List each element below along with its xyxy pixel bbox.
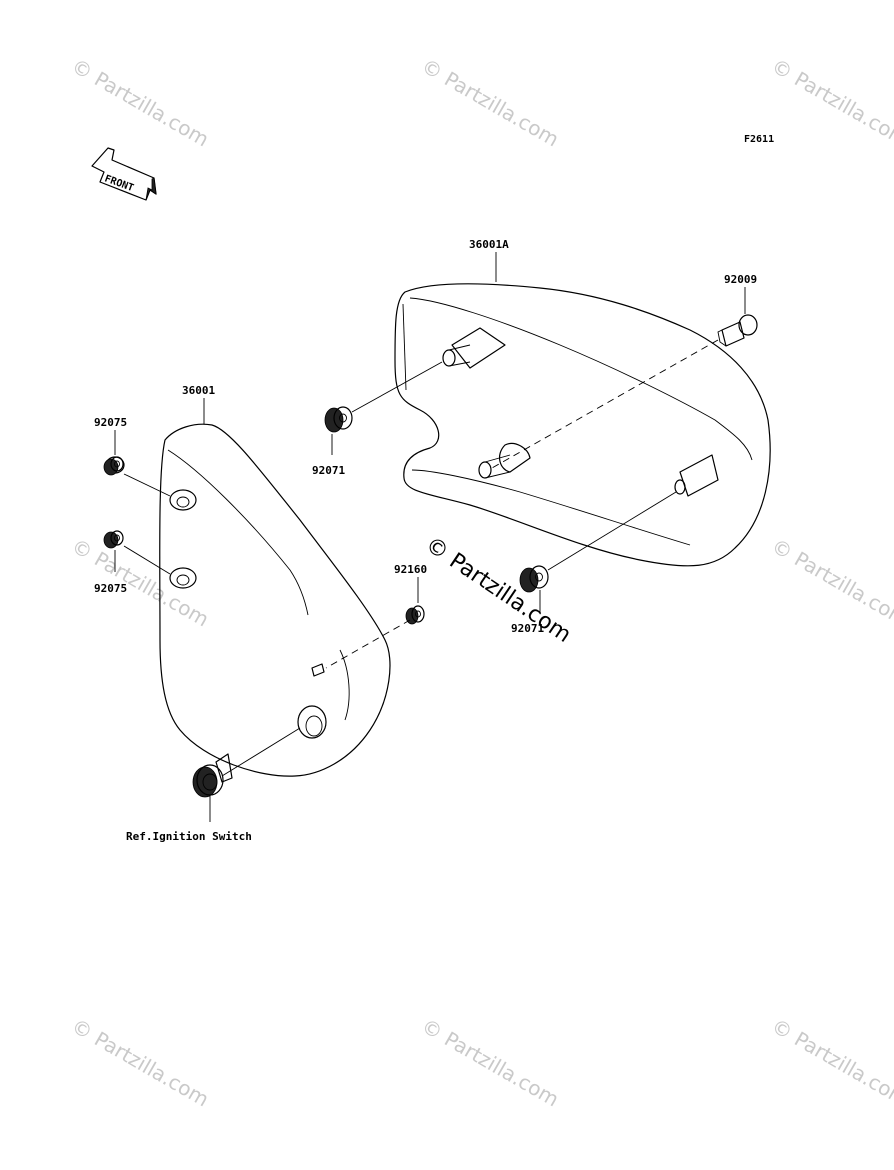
ignition-switch [192,753,233,798]
callout-36001A: 36001A [469,238,509,251]
callout-92071-right: 92071 [511,622,544,635]
watermark: © Partzilla.com [68,534,214,632]
side-cover-36001 [159,423,391,777]
callout-92071-left: 92071 [312,464,345,477]
watermark: © Partzilla.com [418,54,564,152]
watermark: © Partzilla.com [418,1014,564,1112]
callout-36001: 36001 [182,384,215,397]
grommet-92071-right [519,565,549,593]
callout-92075-top: 92075 [94,416,127,429]
callout-92160: 92160 [394,563,427,576]
watermark-center: © Partzilla.com [421,532,576,648]
watermark: © Partzilla.com [768,534,894,632]
watermark: © Partzilla.com [768,1014,894,1112]
front-arrow-icon: FRONT [91,147,157,201]
side-cover-36001A [394,283,771,567]
leader-lines [114,252,746,822]
watermark: © Partzilla.com [68,1014,214,1112]
callout-92075-bottom: 92075 [94,582,127,595]
grommet-92075-bottom [103,530,124,549]
grommet-92160 [405,605,425,625]
grommet-92075-top [103,456,125,476]
figure-code: F2611 [744,134,774,145]
watermark: © Partzilla.com [68,54,214,152]
bolt-92009 [717,314,758,347]
callout-92009: 92009 [724,273,757,286]
callout-ref-ignition: Ref.Ignition Switch [126,830,252,843]
front-arrow-label: FRONT [103,173,135,194]
grommet-92071-left [324,406,353,433]
watermark: © Partzilla.com [768,54,894,152]
